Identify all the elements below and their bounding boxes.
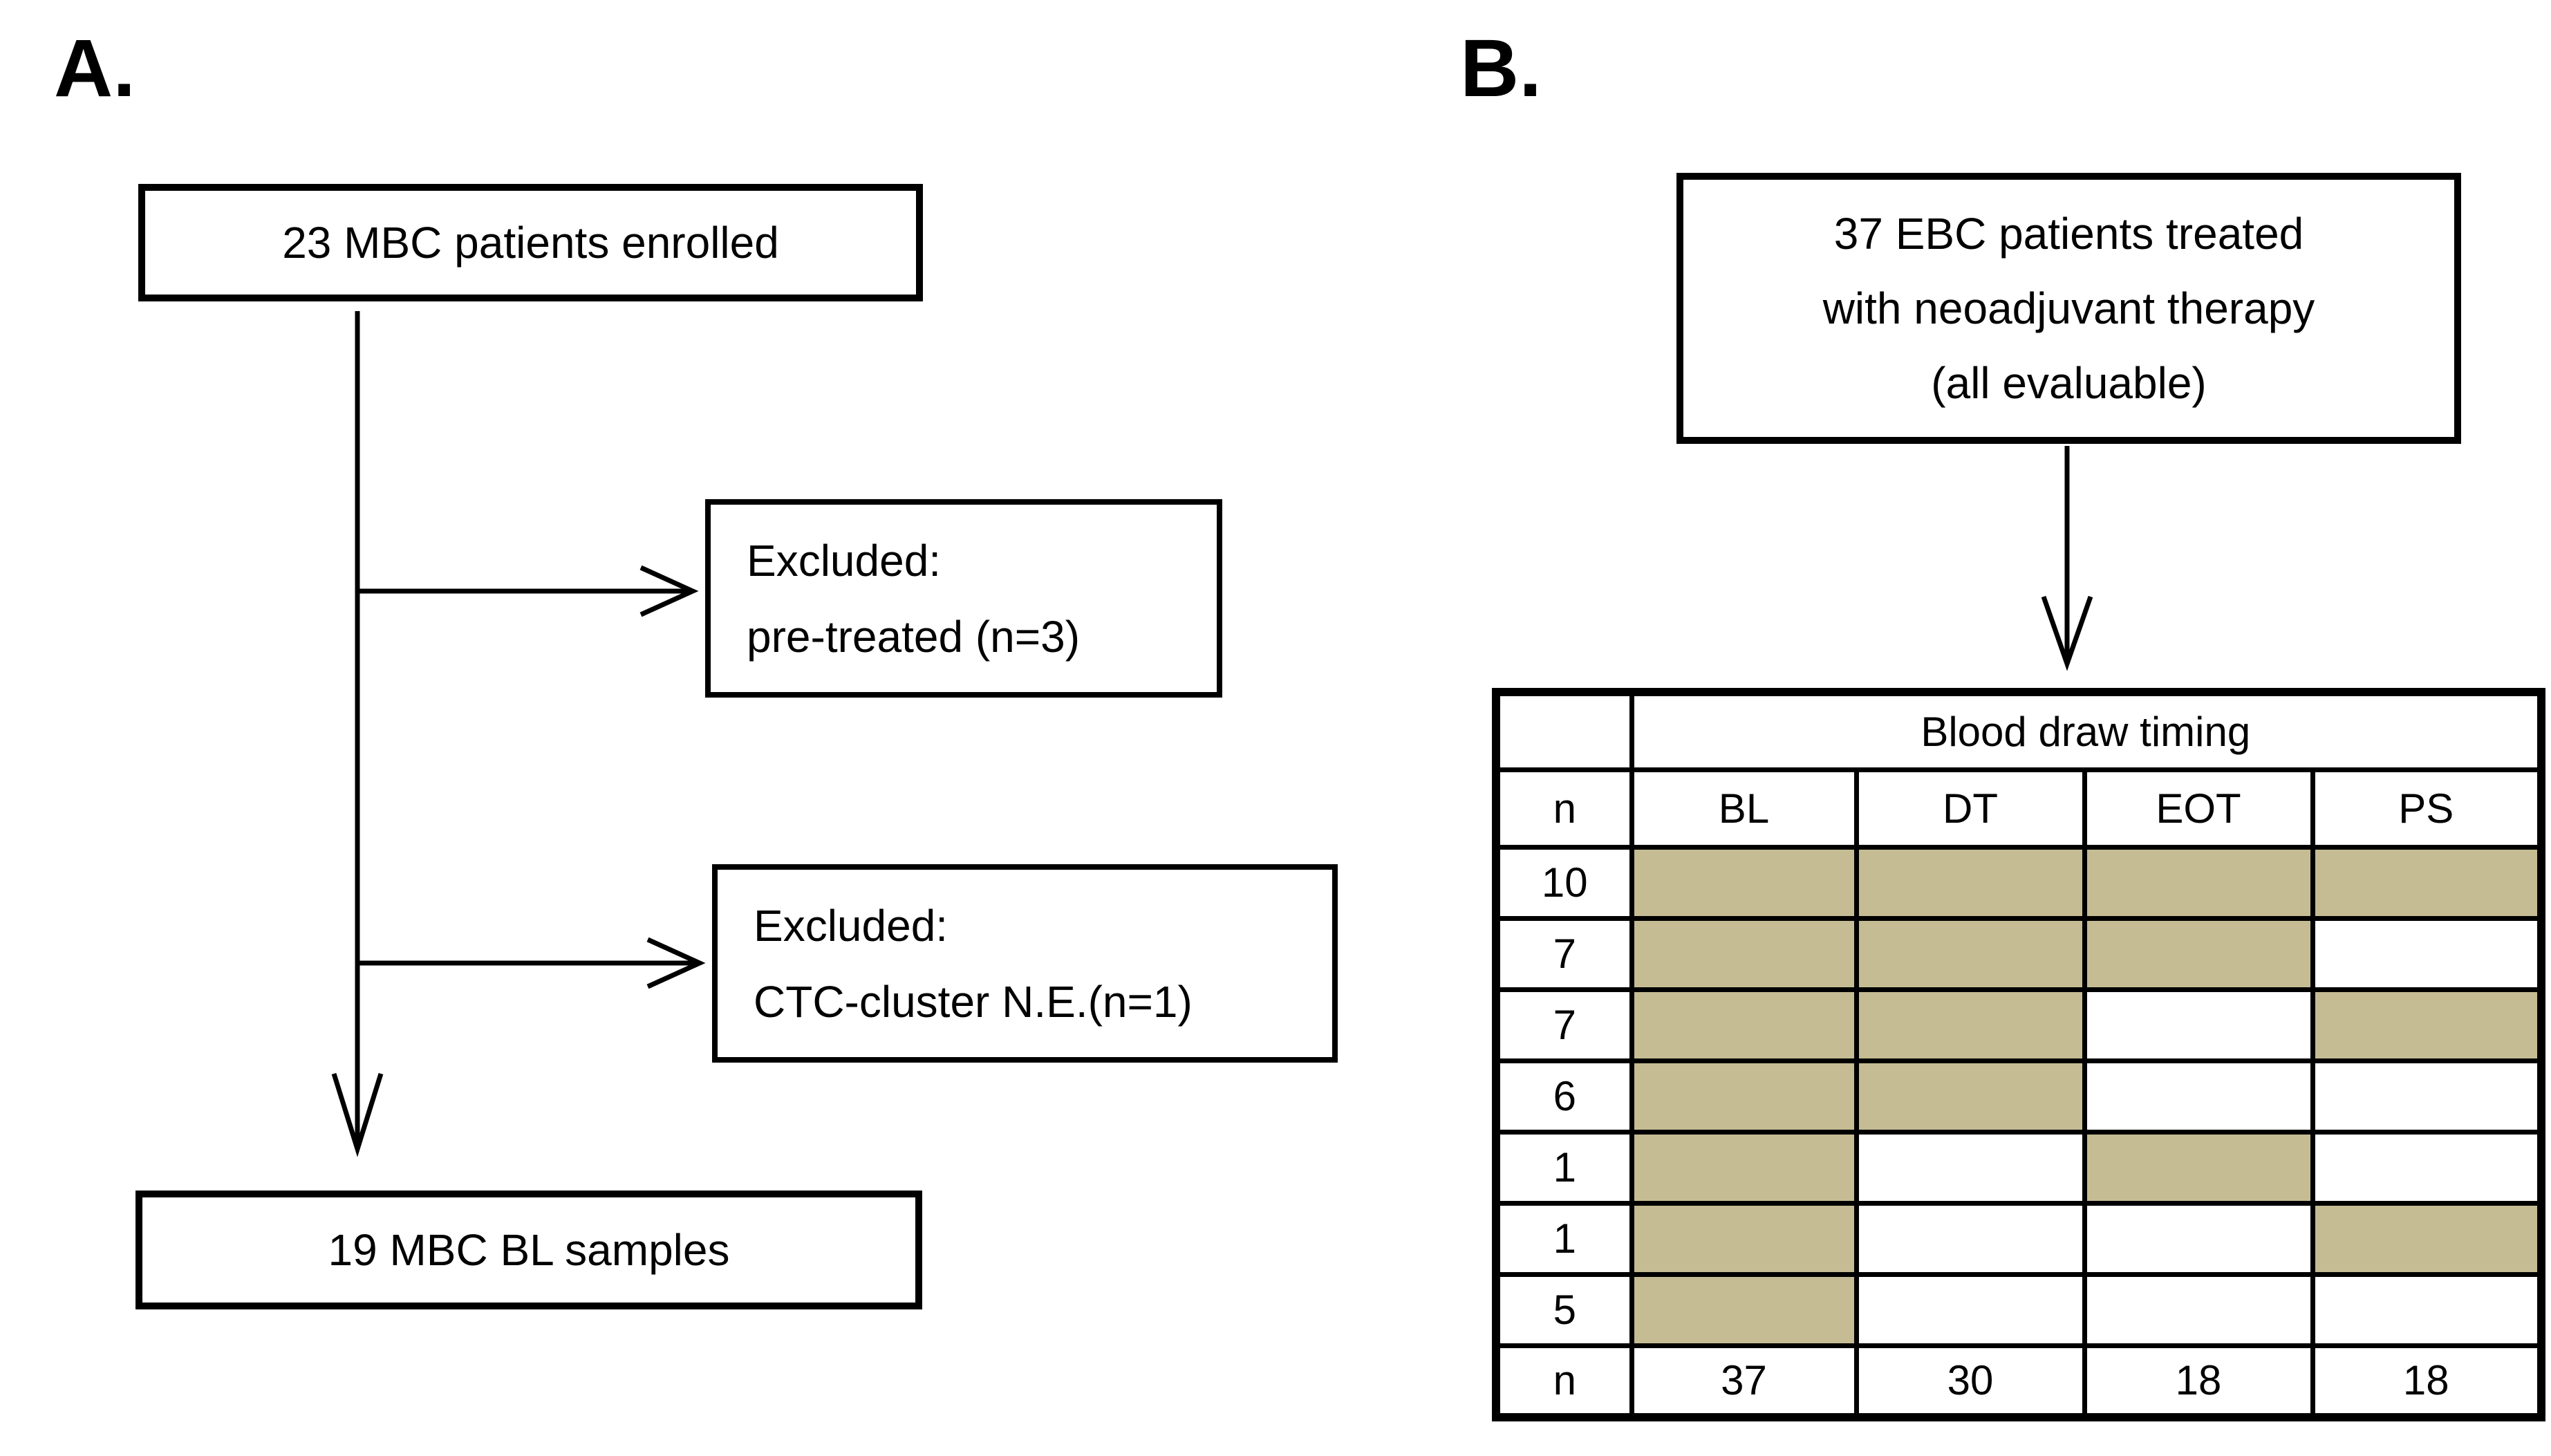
row-n-value: 7	[1493, 915, 1634, 992]
cell-bl	[1629, 844, 1859, 921]
cell-bl	[1629, 987, 1859, 1063]
table-row: 10	[1493, 844, 2544, 921]
table-row: 1	[1493, 1129, 2544, 1206]
table-row: 6	[1493, 1058, 2544, 1135]
col-header-eot: EOT	[2082, 767, 2315, 850]
row-n-value: 1	[1493, 1200, 1634, 1277]
cell-eot	[2082, 987, 2315, 1063]
row-n-value: 6	[1493, 1058, 1634, 1135]
cell-ps	[2310, 1200, 2544, 1277]
bl-samples-text: 19 MBC BL samples	[328, 1225, 730, 1275]
panel-b-label: B.	[1460, 23, 1542, 114]
cell-eot	[2082, 1271, 2315, 1348]
row-n-value: 1	[1493, 1129, 1634, 1206]
ebc-patients-line2: with neoadjuvant therapy	[1822, 283, 2315, 333]
excluded-ctc-cluster-line1: Excluded:	[754, 900, 949, 951]
arrow-down-ebc-icon	[2041, 446, 2093, 671]
col-header-n: n	[1493, 767, 1634, 850]
cell-dt	[1853, 1058, 2087, 1135]
row-n-value: 7	[1493, 987, 1634, 1063]
table-row: 7	[1493, 915, 2544, 992]
cell-bl	[1629, 1129, 1859, 1206]
cell-dt	[1853, 915, 2087, 992]
cell-bl	[1629, 915, 1859, 992]
cell-dt	[1853, 1200, 2087, 1277]
excluded-pretreated-box: Excluded: pre-treated (n=3)	[705, 499, 1222, 698]
table-column-header-row: n BL DT EOT PS	[1493, 767, 2544, 850]
footer-label: n	[1493, 1343, 1634, 1420]
footer-dt-count: 30	[1853, 1343, 2087, 1420]
cell-dt	[1853, 1129, 2087, 1206]
cell-eot	[2082, 1058, 2315, 1135]
blood-draw-timing-table: Blood draw timing n BL DT EOT PS 10 7 7	[1492, 688, 2546, 1421]
excluded-pretreated-line1: Excluded:	[747, 535, 942, 586]
bl-samples-box: 19 MBC BL samples	[136, 1191, 922, 1309]
arrow-down-main-icon	[331, 311, 384, 1157]
cell-ps	[2310, 987, 2544, 1063]
col-header-bl: BL	[1629, 767, 1859, 850]
footer-bl-count: 37	[1629, 1343, 1859, 1420]
cell-dt	[1853, 844, 2087, 921]
cell-eot	[2082, 915, 2315, 992]
cell-ps	[2310, 1129, 2544, 1206]
cell-ps	[2310, 1271, 2544, 1348]
row-n-value: 5	[1493, 1271, 1634, 1348]
cell-ps	[2310, 915, 2544, 992]
col-header-dt: DT	[1853, 767, 2087, 850]
panel-a-label: A.	[54, 23, 136, 114]
enrolled-patients-text: 23 MBC patients enrolled	[282, 218, 779, 268]
cell-bl	[1629, 1058, 1859, 1135]
col-header-ps: PS	[2310, 767, 2544, 850]
cell-eot	[2082, 1129, 2315, 1206]
footer-eot-count: 18	[2082, 1343, 2315, 1420]
enrolled-patients-box: 23 MBC patients enrolled	[138, 184, 923, 301]
arrow-right-excluded1-icon	[357, 565, 699, 617]
cell-dt	[1853, 1271, 2087, 1348]
table-row: 7	[1493, 987, 2544, 1063]
cell-ps	[2310, 1058, 2544, 1135]
ebc-patients-line1: 37 EBC patients treated	[1833, 209, 2304, 259]
ebc-patients-line3: (all evaluable)	[1931, 358, 2207, 408]
row-n-value: 10	[1493, 844, 1634, 921]
excluded-ctc-cluster-box: Excluded: CTC-cluster N.E.(n=1)	[712, 864, 1338, 1063]
table-row: 1	[1493, 1200, 2544, 1277]
cell-ps	[2310, 844, 2544, 921]
table-footer-row: n 37 30 18 18	[1493, 1343, 2544, 1420]
cell-eot	[2082, 844, 2315, 921]
cell-bl	[1629, 1271, 1859, 1348]
arrow-right-excluded2-icon	[357, 937, 706, 989]
table-row: 5	[1493, 1271, 2544, 1348]
cell-dt	[1853, 987, 2087, 1063]
cell-bl	[1629, 1200, 1859, 1277]
table-corner-cell	[1493, 689, 1634, 772]
excluded-pretreated-line2: pre-treated (n=3)	[747, 611, 1081, 662]
table-span-header: Blood draw timing	[1629, 689, 2544, 772]
table-span-header-row: Blood draw timing	[1493, 689, 2544, 772]
footer-ps-count: 18	[2310, 1343, 2544, 1420]
cell-eot	[2082, 1200, 2315, 1277]
excluded-ctc-cluster-line2: CTC-cluster N.E.(n=1)	[754, 976, 1193, 1027]
ebc-patients-box: 37 EBC patients treated with neoadjuvant…	[1676, 173, 2461, 444]
